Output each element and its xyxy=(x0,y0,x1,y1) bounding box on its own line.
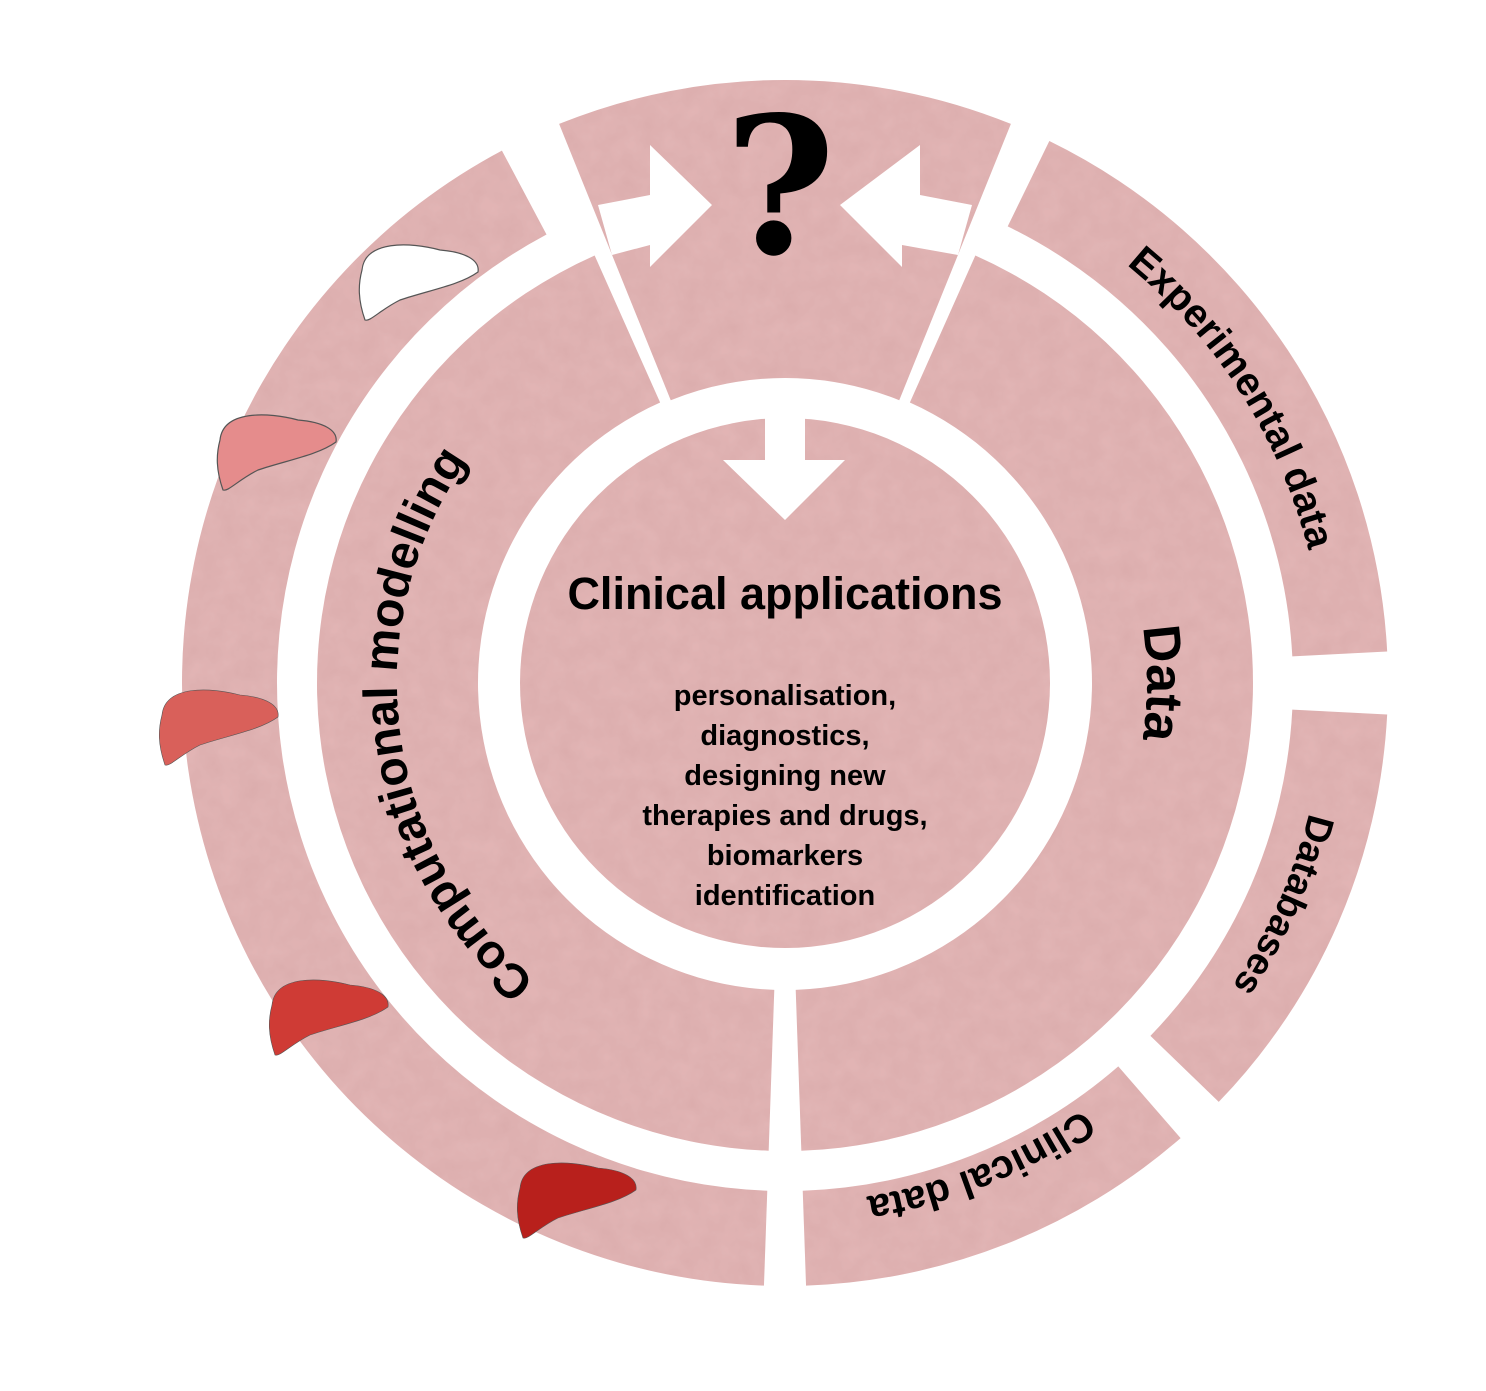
segment-modelling-middle xyxy=(317,255,775,1151)
arrow-down-icon xyxy=(723,410,845,520)
question-mark: ? xyxy=(724,75,836,298)
liver-mesh-light-icon xyxy=(216,414,337,491)
center-line: diagnostics, xyxy=(700,720,870,752)
arrows xyxy=(598,145,972,520)
center-description: personalisation, diagnostics, designing … xyxy=(585,676,985,916)
segment-clinical xyxy=(802,1066,1181,1286)
segment-question-top xyxy=(559,80,1011,401)
center-line: identification xyxy=(694,880,876,912)
arrow-right-icon xyxy=(840,145,972,267)
center-circle xyxy=(520,418,1050,948)
center-line: biomarkers xyxy=(706,840,864,872)
liver-wireframe-icon xyxy=(358,244,479,321)
arrow-left-icon xyxy=(598,145,712,267)
liver-solid-icon xyxy=(517,1162,637,1239)
center-title: Clinical applications xyxy=(567,568,1003,619)
segment-databases xyxy=(1150,709,1388,1102)
liver-mesh-dark-icon xyxy=(269,979,389,1056)
segment-data-middle xyxy=(795,255,1254,1151)
livers xyxy=(159,244,637,1239)
center-line: personalisation, xyxy=(673,680,897,712)
label-data: Data xyxy=(1131,622,1193,746)
segment-experimental xyxy=(1007,141,1388,657)
center-line: designing new xyxy=(684,760,886,792)
liver-mesh-medium-icon xyxy=(159,689,279,766)
center-line: therapies and drugs, xyxy=(642,800,928,832)
